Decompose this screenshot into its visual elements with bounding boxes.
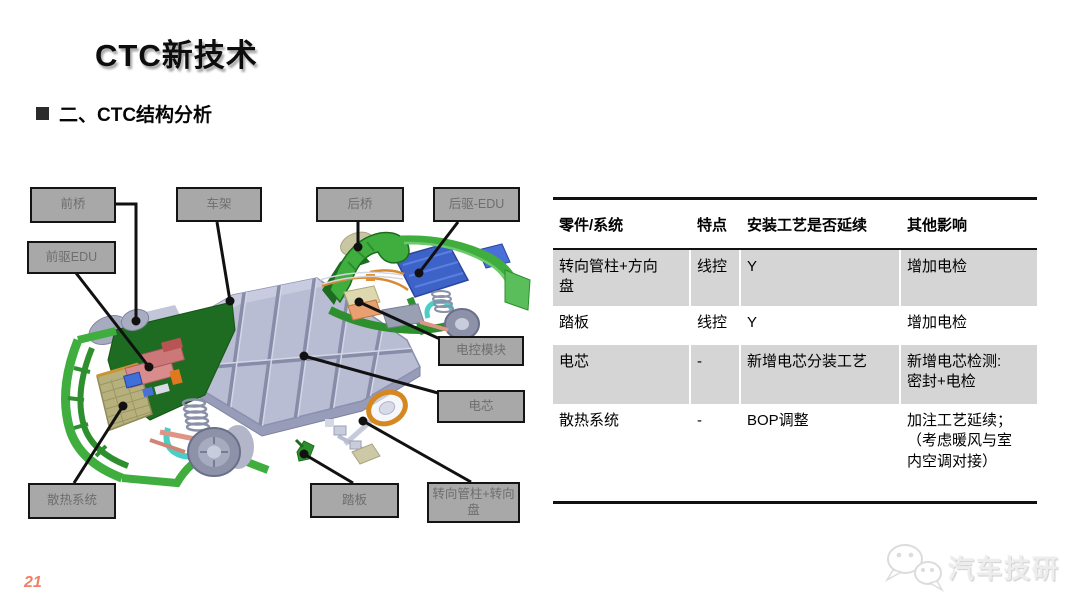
cell-process: BOP调整: [739, 404, 900, 502]
callout-battery-cell: 电芯: [437, 390, 525, 423]
cell-process: Y: [739, 306, 900, 345]
section-title: 二、CTC结构分析: [59, 105, 213, 126]
square-bullet-icon: [36, 107, 49, 120]
ctc-parts-table: 零件/系统 特点 安装工艺是否延续 其他影响 转向管柱+方向 盘 线控 Y 增加…: [553, 197, 1037, 504]
callout-rear-axle: 后桥: [316, 187, 404, 222]
callout-control-module: 电控模块: [438, 336, 524, 366]
front-section: [61, 301, 270, 488]
cell-feature: 线控: [689, 306, 740, 345]
callout-steering-column: 转向管柱+转向盘: [427, 482, 520, 523]
col-header-impact: 其他影响: [899, 198, 1037, 250]
cell-part: 散热系统: [559, 412, 620, 429]
callout-dots: [118, 242, 424, 459]
wechat-bubbles-icon: [884, 544, 944, 593]
page-number: 21: [24, 574, 42, 591]
watermark-text: 汽车技研: [948, 554, 1061, 584]
col-header-feature: 特点: [689, 198, 740, 250]
rear-section: [319, 231, 531, 340]
cell-feature: -: [689, 345, 740, 404]
col-header-part: 零件/系统: [553, 198, 690, 250]
callout-pedal: 踏板: [310, 483, 399, 518]
table-row: 电芯 - 新增电芯分装工艺 新增电芯检测: 密封+电检: [553, 345, 1037, 404]
table-row: 转向管柱+方向 盘 线控 Y 增加电检: [553, 249, 1037, 306]
cell-impact: 加注工艺延续； （考虑暖风与室 内空调对接）: [899, 404, 1037, 502]
callout-frame: 车架: [176, 187, 262, 222]
cell-impact: 新增电芯检测: 密封+电检: [899, 345, 1037, 404]
table-row: 散热系统 - BOP调整 加注工艺延续； （考虑暖风与室 内空调对接）: [553, 404, 1037, 502]
cell-impact: 增加电检: [899, 306, 1037, 345]
callout-front-axle: 前桥: [30, 187, 116, 223]
page-title: CTC新技术: [95, 38, 258, 73]
cell-process: 新增电芯分装工艺: [739, 345, 900, 404]
cell-process: Y: [739, 249, 900, 306]
callout-lines: [72, 202, 472, 485]
steering-assembly: [325, 389, 408, 465]
cell-impact: 增加电检: [899, 249, 1037, 306]
table-header-row: 零件/系统 特点 安装工艺是否延续 其他影响: [553, 198, 1037, 250]
section-heading: 二、CTC结构分析: [36, 100, 212, 127]
cell-part: 电芯: [553, 345, 690, 404]
callout-cooling-system: 散热系统: [28, 483, 116, 519]
cell-feature: -: [689, 404, 740, 502]
cell-part: 转向管柱+方向 盘: [553, 249, 690, 306]
callout-front-edu: 前驱EDU: [27, 241, 116, 274]
table-row: 踏板 线控 Y 增加电检: [553, 306, 1037, 345]
cell-feature: 线控: [689, 249, 740, 306]
callout-rear-edu: 后驱-EDU: [433, 187, 520, 222]
col-header-process: 安装工艺是否延续: [739, 198, 900, 250]
front-edu-motor: [123, 337, 186, 398]
cell-part: 踏板: [559, 314, 590, 331]
